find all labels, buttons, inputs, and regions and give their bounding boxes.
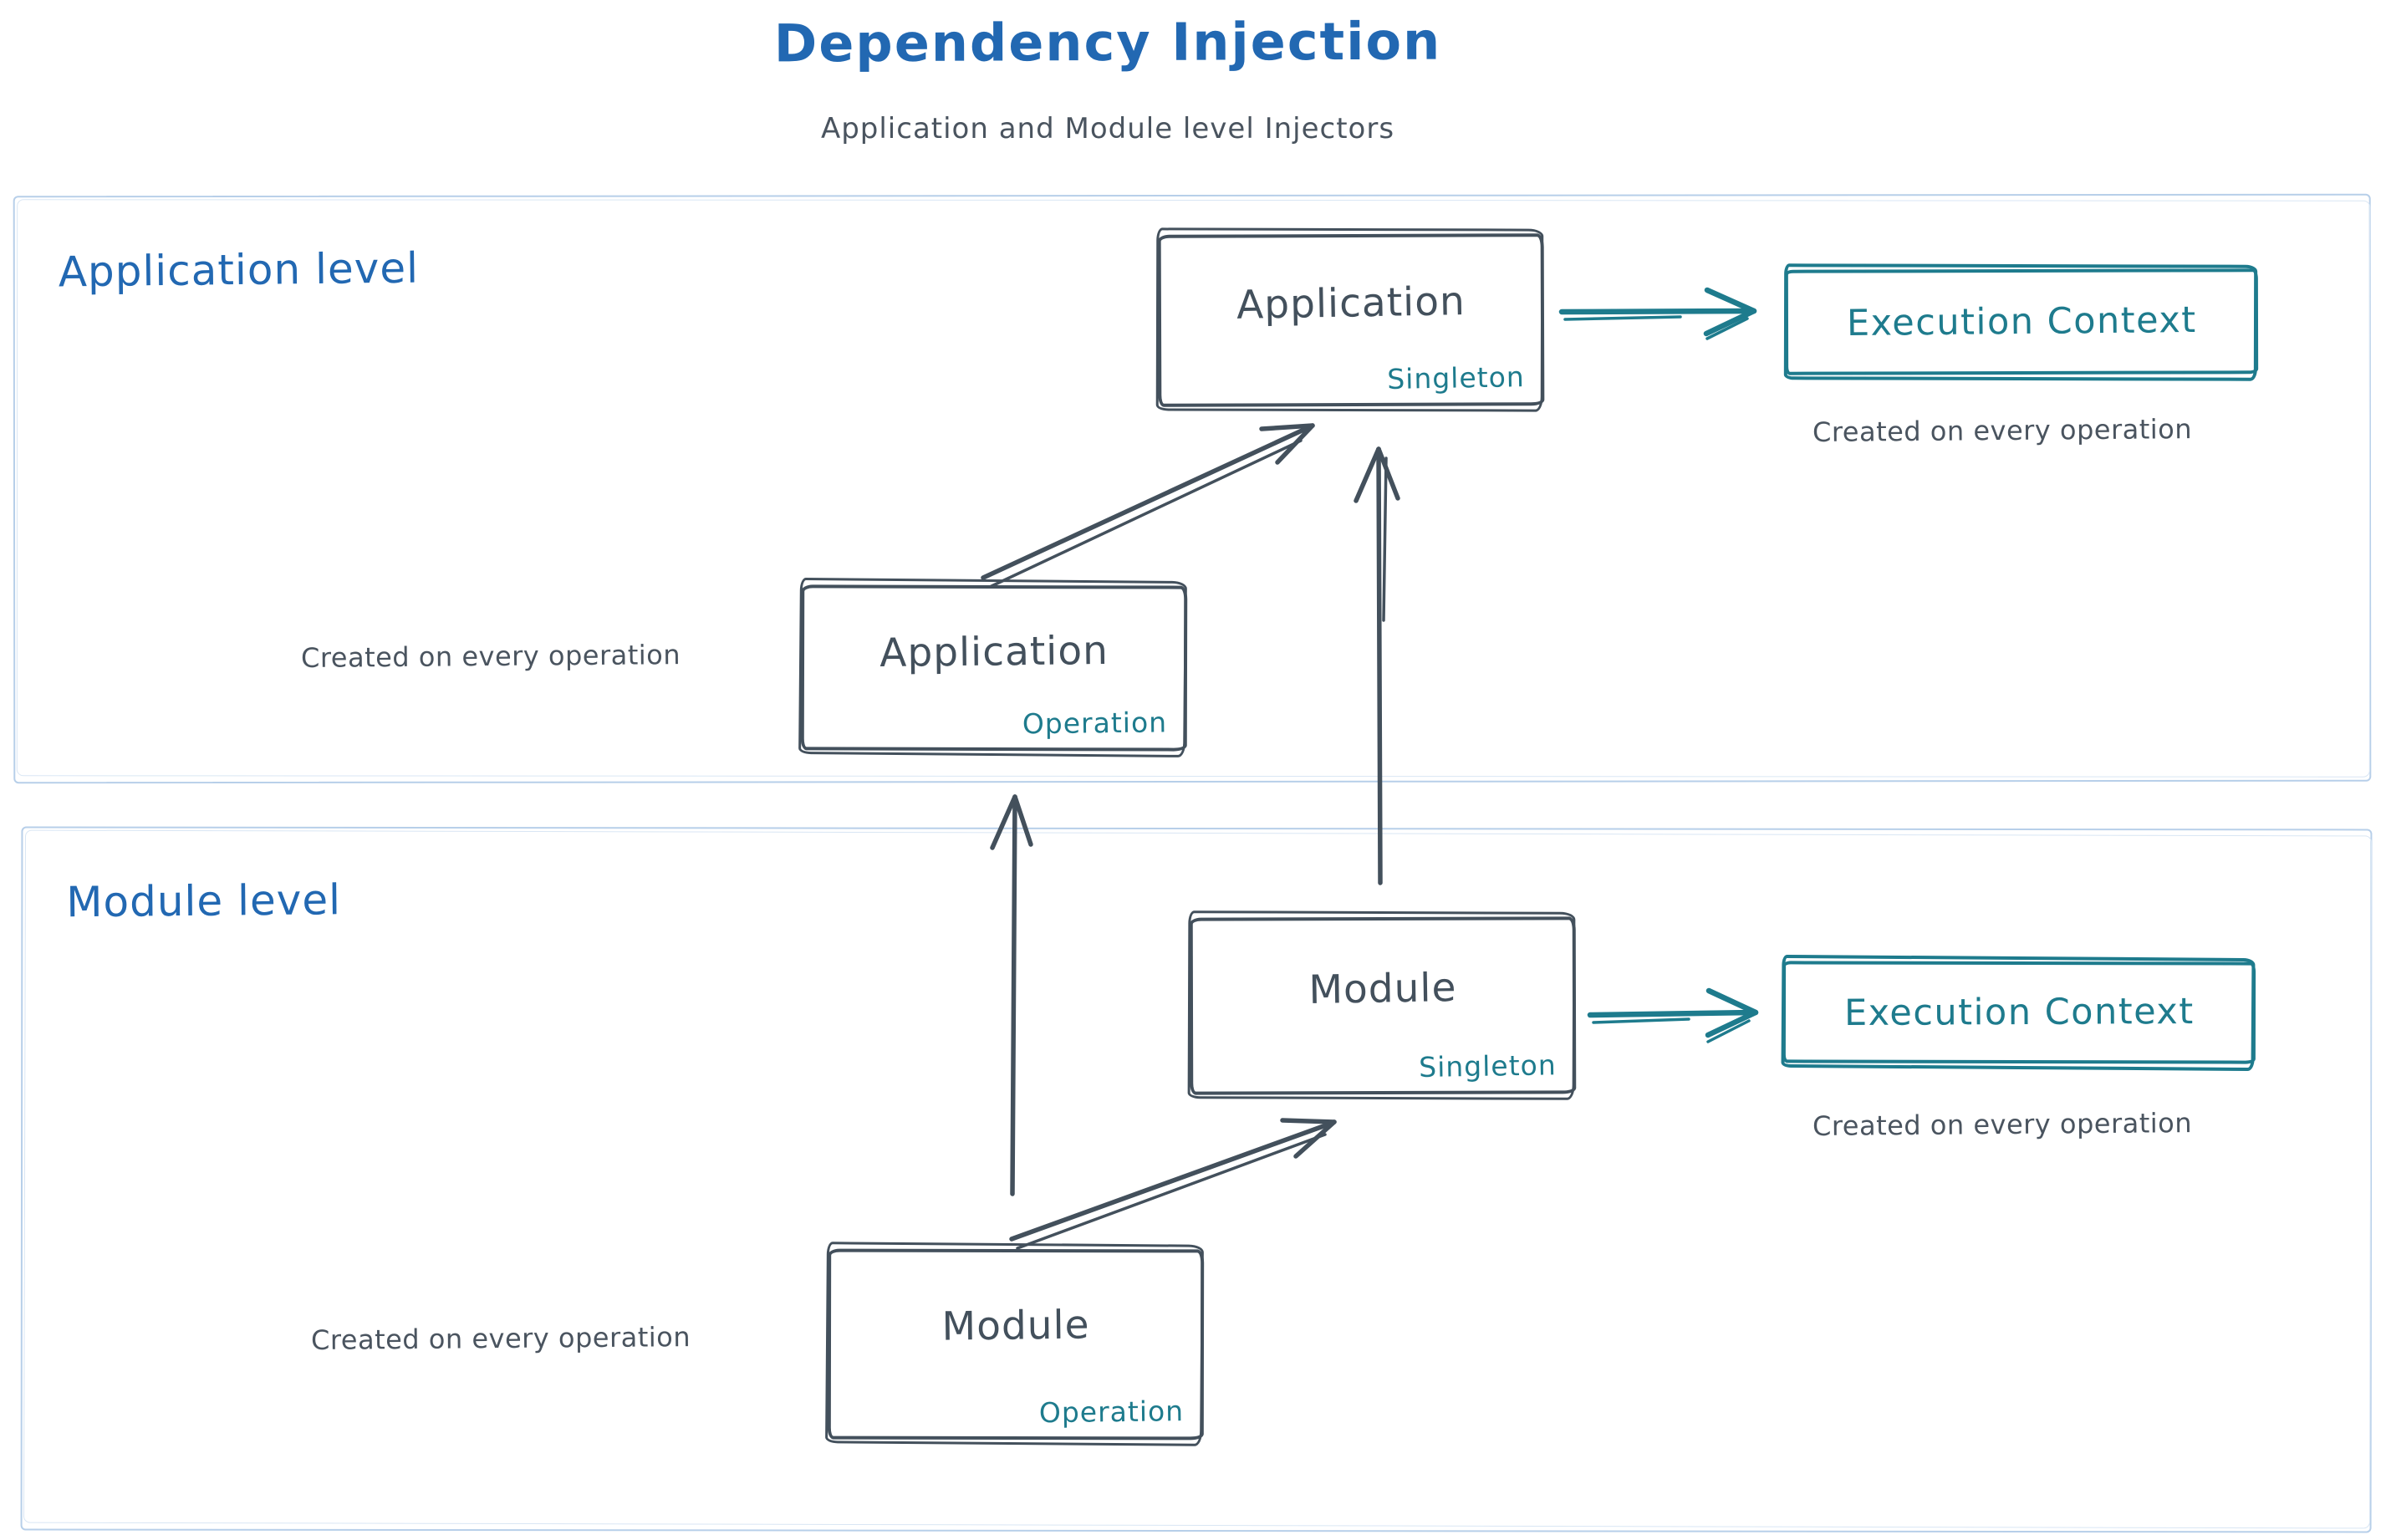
app-operation-tag: Operation [1022, 706, 1168, 741]
execution-context-box-app: Execution Context [1784, 268, 2259, 375]
app-operation-box: Application Operation [800, 584, 1188, 752]
module-singleton-tag: Singleton [1418, 1048, 1557, 1084]
module-singleton-box: Module Singleton [1189, 916, 1577, 1095]
execution-context-caption-module: Created on every operation [1812, 1107, 2193, 1142]
module-operation-tag: Operation [1038, 1395, 1185, 1430]
diagram-subtitle: Application and Module level Injectors [820, 112, 1395, 145]
module-singleton-title: Module [1308, 964, 1457, 1013]
execution-context-caption-app: Created on every operation [1812, 413, 2193, 448]
app-operation-title: Application [879, 627, 1109, 677]
diagram-title: Dependency Injection [773, 10, 1442, 74]
execution-context-title-module: Execution Context [1843, 990, 2195, 1035]
app-singleton-box: Application Singleton [1157, 233, 1545, 407]
application-level-label: Application level [58, 243, 420, 297]
execution-context-title-app: Execution Context [1846, 298, 2197, 345]
app-singleton-tag: Singleton [1386, 360, 1525, 395]
module-level-label: Module level [66, 875, 342, 927]
app-operation-caption: Created on every operation [300, 639, 681, 674]
app-singleton-title: Application [1236, 278, 1466, 329]
module-operation-box: Module Operation [827, 1248, 1205, 1441]
execution-context-box-module: Execution Context [1782, 961, 2256, 1064]
module-operation-caption: Created on every operation [310, 1321, 691, 1356]
module-operation-title: Module [941, 1302, 1090, 1350]
